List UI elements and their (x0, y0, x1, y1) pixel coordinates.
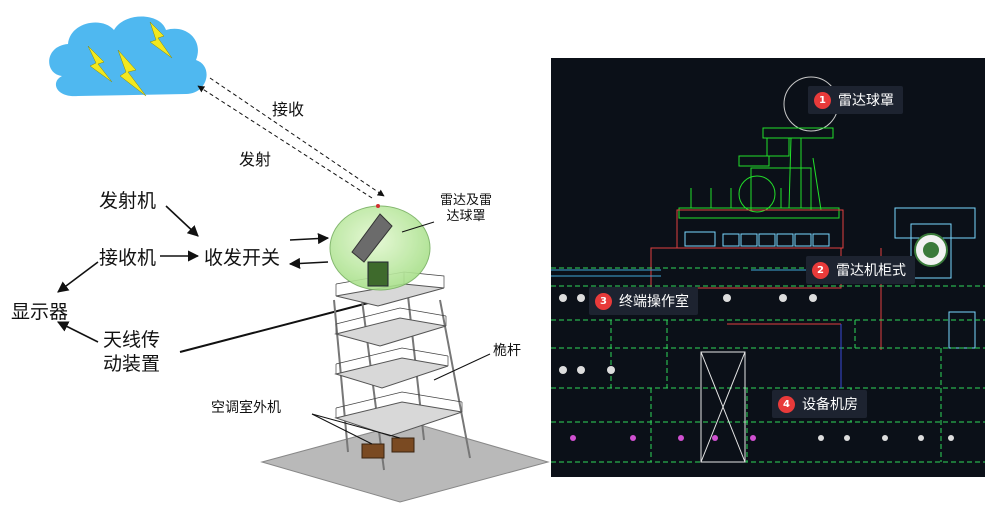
left-diagram-graphics (49, 16, 550, 503)
mast-leader (433, 353, 491, 381)
receiver-label: 接收机 (99, 247, 157, 269)
radar-dome-line1: 雷达及雷 (440, 193, 493, 208)
transmit-label: 发射 (239, 150, 272, 169)
mast-label: 桅杆 (493, 343, 521, 359)
ship-cad-drawing: 1 雷达球罩 2 雷达机柜式 3 终端操作室 4 设备机房 (551, 58, 985, 477)
tr-switch-label: 收发开关 (204, 247, 281, 269)
callout-3-badge: 3 (595, 292, 612, 310)
arrow-transmitter-to-switch (165, 205, 199, 237)
ship-structure-graphics (551, 76, 985, 463)
callout-2-label: 雷达机柜式 (836, 263, 906, 279)
ground-slab (260, 421, 550, 503)
radar-tower (260, 271, 550, 503)
callout-3: 3 终端操作室 (589, 287, 698, 315)
radar-dome-label: 雷达及雷 达球罩 (440, 193, 492, 225)
ac-unit-2 (391, 437, 415, 453)
callout-4: 4 设备机房 (772, 390, 867, 418)
arrow-radar-to-switch (288, 257, 329, 270)
receive-beam (209, 77, 385, 197)
cloud-lightning-icon (49, 16, 207, 97)
arrow-switch-to-radar (289, 232, 330, 245)
callout-4-badge: 4 (778, 395, 795, 413)
antenna-drive-line1: 天线传 (103, 329, 161, 351)
antenna-drive-line2: 动装置 (103, 353, 161, 375)
ac-unit-1 (361, 443, 385, 459)
callout-4-label: 设备机房 (802, 397, 858, 413)
callout-3-label: 终端操作室 (619, 294, 689, 310)
callout-1-badge: 1 (814, 91, 831, 109)
callout-2-badge: 2 (812, 261, 829, 279)
display-label: 显示器 (11, 301, 69, 323)
callout-2: 2 雷达机柜式 (806, 256, 915, 284)
transmitter-label: 发射机 (99, 190, 157, 212)
ac-outdoor-label: 空调室外机 (211, 400, 281, 416)
arrow-drive-to-display (56, 321, 99, 343)
university-logo-icon (914, 233, 948, 267)
radome (329, 204, 435, 291)
antenna-drive-label: 天线传 动装置 (103, 328, 160, 376)
callout-1: 1 雷达球罩 (808, 86, 903, 114)
arrow-receiver-to-display (57, 261, 99, 293)
radar-dome-line2: 达球罩 (446, 209, 486, 224)
callout-1-label: 雷达球罩 (838, 93, 894, 109)
receive-label: 接收 (272, 100, 305, 119)
arrow-drive-to-antenna (179, 301, 373, 353)
